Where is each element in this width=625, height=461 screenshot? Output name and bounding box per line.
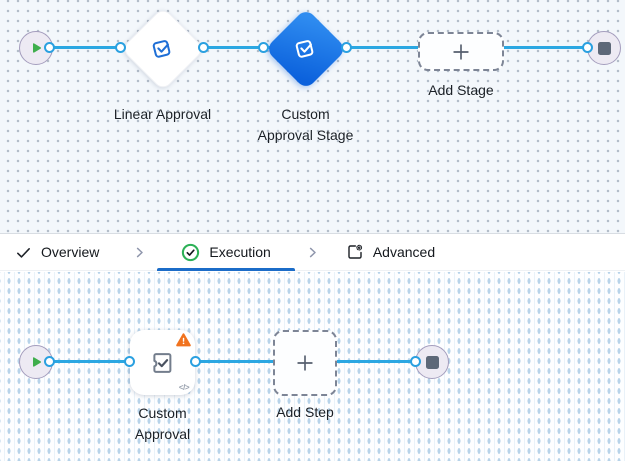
port[interactable] [258,42,269,53]
play-icon [28,40,44,56]
port[interactable] [341,42,352,53]
tab-execution[interactable]: Execution [157,234,296,271]
step-connector-line [49,360,415,363]
add-stage-button[interactable] [418,32,504,71]
check-circle-icon [181,243,200,262]
port[interactable] [410,356,421,367]
add-step-button[interactable] [273,330,337,396]
add-stage-label: Add Stage [428,82,494,98]
tab-advanced[interactable]: Advanced [334,234,447,270]
plus-icon [294,352,316,374]
tab-label: Overview [41,244,100,260]
custom-step-puzzle-check-icon [148,348,178,378]
stage-start-node[interactable] [19,31,53,65]
plus-icon [450,41,472,63]
check-icon [15,244,32,261]
port[interactable] [190,356,201,367]
step-start-node[interactable] [19,345,53,379]
stage-end-node[interactable] [587,31,621,65]
stop-icon [425,355,439,369]
step-label-custom-approval: Custom Approval [134,405,191,442]
approval-stage-icon [292,35,319,62]
approval-stage-icon [149,35,176,62]
stage-node-custom-approval-stage[interactable] [264,7,347,90]
stage-label-linear-approval: Linear Approval [113,106,212,122]
step-canvas[interactable]: </> Custom Approval Add Step [0,272,625,461]
chevron-right-icon [305,245,320,260]
chevron-right-icon [132,245,147,260]
play-icon [28,354,44,370]
port[interactable] [582,42,593,53]
stage-canvas[interactable]: Linear Approval Custom Approval Stage Ad… [0,0,625,233]
tab-label: Execution [209,244,271,260]
code-icon: </> [178,383,190,392]
advanced-settings-icon [346,243,364,261]
port[interactable] [198,42,209,53]
stage-node-linear-approval[interactable] [120,6,205,91]
port[interactable] [115,42,126,53]
port[interactable] [44,42,55,53]
workflow-tabbar: Overview Execution Advanced [0,233,625,271]
port[interactable] [124,356,135,367]
port[interactable] [44,356,55,367]
step-node-custom-approval[interactable]: </> [130,330,195,395]
tab-overview[interactable]: Overview [15,234,99,270]
add-step-label: Add Step [276,404,334,420]
stop-icon [597,41,611,55]
warning-icon [175,332,192,348]
stage-label-custom-approval-stage: Custom Approval Stage [257,106,354,143]
tab-label: Advanced [372,244,436,260]
